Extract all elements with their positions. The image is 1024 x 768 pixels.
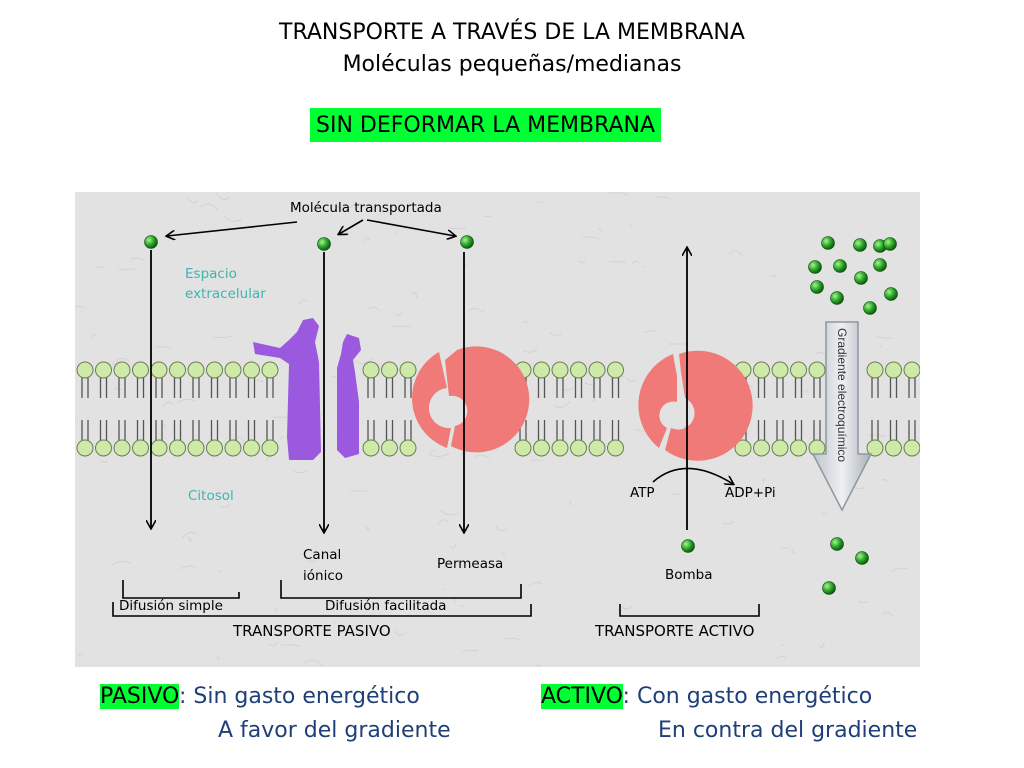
membrane-transport-diagram: Gradiente electroquímico Molécula transp… [75,192,920,667]
cytosol-label: Citosol [188,488,234,504]
phospholipid [533,361,550,457]
molecule [144,235,158,249]
phospholipid [261,361,279,457]
passive-key: PASIVO [100,684,179,709]
passive-desc-2: A favor del gradiente [218,718,451,743]
gradient-arrow [811,321,873,512]
molecule [830,291,844,305]
transported-molecules [144,235,898,595]
phospholipid [808,361,826,457]
phospholipid [399,361,417,457]
atp-label: ATP [630,485,655,501]
phospholipid [206,361,223,457]
channel-label-2: iónico [303,568,343,584]
phospholipid [866,361,884,457]
active-transport-bracket [619,604,760,617]
phospholipid [903,361,920,457]
atp-to-adp-arrow [652,467,733,484]
simple-diffusion-label: Difusión simple [119,598,223,614]
phospholipid [132,361,149,457]
passive-desc-1: : Sin gasto energético [178,684,420,709]
molecule [855,551,869,565]
pointer-arrow-3 [366,219,455,236]
molecule [884,287,898,301]
phospholipid [790,361,807,457]
phospholipid [76,361,94,457]
simple-diffusion-bracket [122,580,240,599]
molecule [883,237,897,251]
channel-label-1: Canal [303,547,341,563]
lipid-bilayer [76,361,920,457]
molecule [830,537,844,551]
phospholipid [95,361,112,457]
phospholipid [753,361,770,457]
brackets [112,580,760,617]
phospholipid [113,361,131,457]
phospholipid [169,361,186,457]
phospholipid [570,361,587,457]
molecule [822,581,836,595]
molecule [853,238,867,252]
active-desc-1: : Con gasto energético [622,684,873,709]
pump-label: Bomba [665,567,713,583]
molecule [808,260,822,274]
passive-transport-bracket [112,602,532,617]
molecule [317,237,331,251]
pump-carrier [638,350,753,461]
molecule-label: Molécula transportada [290,200,442,216]
phospholipid [771,361,789,457]
molecule [681,539,695,553]
active-key: ACTIVO [541,684,623,709]
extracellular-label-1: Espacio [185,266,237,282]
phospholipid [362,361,380,457]
gradient-label: Gradiente electroquímico [835,328,849,462]
phospholipid [551,361,569,457]
molecule [854,271,868,285]
active-desc-2: En contra del gradiente [658,718,918,743]
permease-carrier [412,346,530,453]
molecule [460,235,474,249]
phospholipid [224,361,242,457]
molecule [863,301,877,315]
molecule [810,280,824,294]
adp-label: ADP+Pi [725,485,776,501]
facilitated-diffusion-label: Difusión facilitada [325,598,446,614]
pointer-arrow-1 [167,221,298,236]
extracellular-label-2: extracelular [185,286,266,302]
passive-summary-line-1: PASIVO: Sin gasto energético [100,684,420,709]
passive-transport-label: TRANSPORTE PASIVO [232,622,391,640]
ion-channel [253,318,361,460]
molecule [833,259,847,273]
phospholipid [607,361,624,457]
pointer-arrow-2 [339,219,364,234]
page-subtitle: Moléculas pequeñas/medianas [342,52,682,77]
facilitated-diffusion-bracket [280,580,522,599]
phospholipid [381,361,398,457]
phospholipid [187,361,205,457]
molecule [873,258,887,272]
page-title: TRANSPORTE A TRAVÉS DE LA MEMBRANA [279,20,745,45]
permease-label: Permeasa [437,556,503,572]
phospholipid [588,361,606,457]
highlight-banner: SIN DEFORMAR LA MEMBRANA [310,108,662,142]
active-transport-label: TRANSPORTE ACTIVO [594,622,754,640]
molecule [821,236,835,250]
phospholipid [243,361,260,457]
active-summary-line-1: ACTIVO: Con gasto energético [541,684,872,709]
phospholipid [885,361,902,457]
